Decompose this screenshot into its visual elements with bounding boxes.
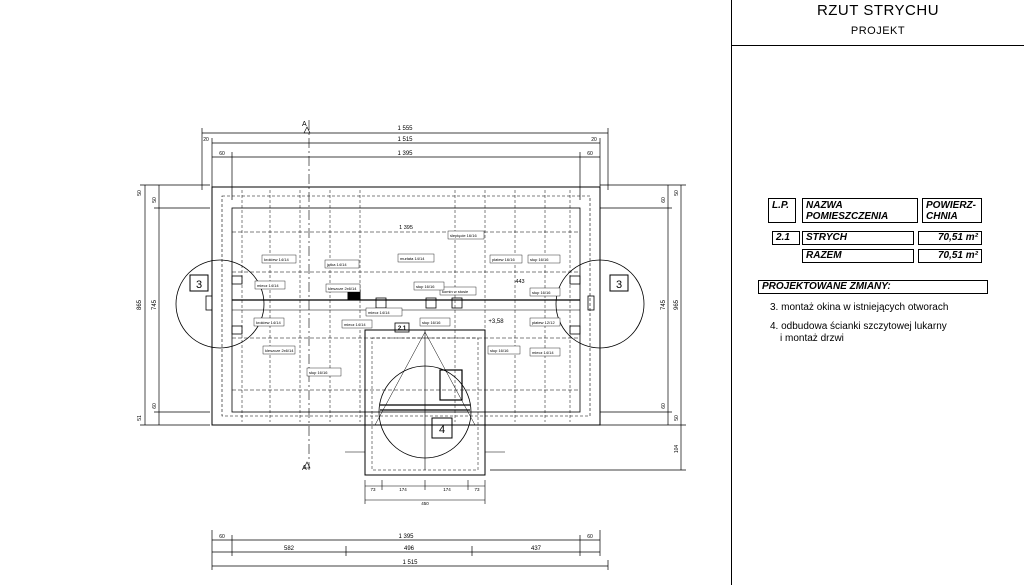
dim-right-5: 50 <box>674 190 680 196</box>
dim-right-6: 50 <box>674 415 680 421</box>
dim-left-2: 745 <box>152 299 158 310</box>
label-13: krokiew 14/14 <box>256 320 281 325</box>
label-9: komin w stosie <box>442 289 469 294</box>
label-14: miecz 14/14 <box>344 322 366 327</box>
dim-dormer-5: 450 <box>421 501 429 506</box>
dim-dormer-3: 174 <box>443 487 451 492</box>
total-name: RAZEM <box>802 249 914 263</box>
room-tag-box <box>394 322 410 333</box>
room-tag: 2.1 <box>398 326 407 332</box>
row-name: STRYCH <box>802 231 914 245</box>
window-left <box>205 275 243 335</box>
section-mark-top: A <box>302 121 307 128</box>
detail-mark-dormer: 4 <box>439 424 445 436</box>
detail-circle-right <box>555 259 645 349</box>
dim-right-4: 60 <box>661 403 667 409</box>
member-labels: ślepięcie 16/16 krokiew 14/14 jętka 14/1… <box>253 230 561 377</box>
level-mark: +3,58 <box>488 319 504 325</box>
dim-bottom-5: 496 <box>404 546 415 552</box>
attic-plan-drawing: 1 555 1 515 1 395 20 20 60 60 865 745 50… <box>137 120 686 570</box>
drawing-title: RZUT STRYCHU <box>816 2 940 19</box>
dim-top-small-4: 60 <box>587 151 593 157</box>
dim-top-small-1: 20 <box>203 137 209 143</box>
change-item-1: 3. montaż okina w istniejących otworach <box>770 302 949 313</box>
label-11: słup 16/16 <box>532 290 551 295</box>
bottom-dimension-lines <box>211 530 609 570</box>
dim-right-1: 965 <box>674 299 680 310</box>
label-19: miecz 14/14 <box>532 350 554 355</box>
building-outline <box>211 186 601 426</box>
rafters <box>241 190 571 422</box>
top-dimension-lines <box>201 128 609 200</box>
label-16: płatew 12/12 <box>532 320 555 325</box>
label-17: kleszcze 2x6/14 <box>265 348 294 353</box>
dim-left-1: 865 <box>137 299 143 310</box>
left-dimension-lines <box>140 184 210 426</box>
dim-right-3: 60 <box>661 197 667 203</box>
dim-bottom-7: 1 515 <box>402 560 418 566</box>
label-8: kleszcze 2x6/14 <box>328 286 357 291</box>
dim-left-6: 60 <box>152 403 158 409</box>
change-item-3: i montaż drzwi <box>780 333 844 344</box>
label-2: krokiew 14/14 <box>264 257 289 262</box>
label-20: słup 16/16 <box>309 370 328 375</box>
detail-circle-left <box>175 259 265 349</box>
section-marks: A A <box>302 121 311 472</box>
dim-dormer-4: 73 <box>474 487 480 492</box>
label-5: płatew 16/16 <box>492 257 515 262</box>
dim-dormer-2: 174 <box>399 487 407 492</box>
label-12: miecz 14/14 <box>368 310 390 315</box>
header-area: POWIERZ- CHNIA <box>922 198 982 223</box>
dim-bottom-4: 582 <box>284 546 295 552</box>
change-item-2: 4. odbudowa ścianki szczytowej lukarny <box>770 321 947 332</box>
dim-left-5: 51 <box>137 415 143 421</box>
header-name: NAZWA POMIESZCZENIA <box>802 198 918 223</box>
label-4: murłata 14/14 <box>400 256 425 261</box>
label-18: słup 16/16 <box>490 348 509 353</box>
row-lp: 2.1 <box>772 231 800 245</box>
drawing-subtitle: PROJEKT <box>850 25 906 37</box>
label-3: jętka 14/14 <box>326 262 347 267</box>
dim-bottom-1: 60 <box>219 534 225 540</box>
title-block: RZUT STRYCHU PROJEKT <box>731 0 1024 46</box>
sheet-border <box>731 0 1024 585</box>
inner-dim-2: 443 <box>515 279 524 285</box>
label-1: ślepięcie 16/16 <box>450 233 477 238</box>
dim-left-4: 50 <box>152 197 158 203</box>
row-area: 70,51 m² <box>918 231 982 245</box>
dim-dormer-1: 73 <box>370 487 376 492</box>
section-mark-bottom: A <box>302 465 307 472</box>
right-dimension-lines <box>490 184 686 471</box>
dim-top-2: 1 515 <box>397 137 413 143</box>
dim-top-3: 1 395 <box>397 151 413 157</box>
dim-left-3: 50 <box>137 190 143 196</box>
changes-heading: PROJEKTOWANE ZMIANY: <box>758 280 988 294</box>
dim-bottom-3: 60 <box>587 534 593 540</box>
inner-dim: 1 395 <box>399 225 413 231</box>
dim-top-1: 1 555 <box>397 126 413 132</box>
window-right <box>569 275 595 335</box>
total-area: 70,51 m² <box>918 249 982 263</box>
dim-right-2: 745 <box>661 299 667 310</box>
label-6: słup 16/16 <box>530 257 549 262</box>
dim-top-small-3: 60 <box>219 151 225 157</box>
dormer-dimensions <box>364 480 486 504</box>
dim-right-7: 104 <box>674 445 680 454</box>
dim-bottom-2: 1 395 <box>398 534 414 540</box>
dormer <box>345 329 505 476</box>
label-15: słup 16/16 <box>422 320 441 325</box>
detail-mark-left: 3 <box>196 279 202 291</box>
detail-mark-right: 3 <box>616 279 622 291</box>
dim-bottom-6: 437 <box>531 546 542 552</box>
label-10: słup 16/16 <box>416 284 435 289</box>
dim-top-small-2: 20 <box>591 137 597 143</box>
header-lp: L.P. <box>768 198 796 223</box>
label-7: miecz 14/14 <box>257 283 279 288</box>
